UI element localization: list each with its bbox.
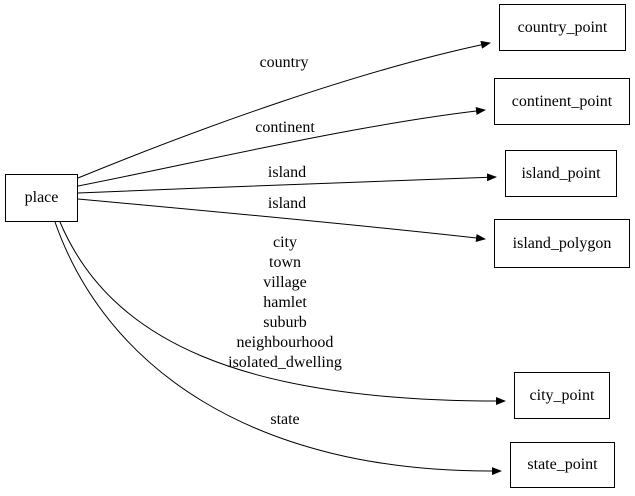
node-island-point-label: island_point [521,164,601,182]
edge-place-island-point [77,173,497,194]
node-island-polygon-label: island_polygon [512,234,612,252]
edge-place-city-point [59,221,506,406]
edge-label-town: town [268,254,301,271]
edge-label-city: city [272,234,297,251]
edge-label-isolated-dwelling: isolated_dwelling [228,354,342,371]
node-island-polygon: island_polygon [494,219,630,268]
edge-label-country: country [259,54,309,71]
node-city-point-label: city_point [529,386,595,404]
node-country-point-label: country_point [517,18,608,36]
edge-place-state-point [54,221,502,476]
edge-place-country-point [77,40,491,179]
edge-label-neighbourhood: neighbourhood [236,334,334,351]
edge-label-hamlet: hamlet [263,294,307,311]
node-city-point: city_point [514,372,610,419]
edge-label-island-polygon: island [267,195,307,212]
node-continent-point-label: continent_point [511,92,613,110]
node-place-label: place [24,189,59,206]
edge-label-suburb: suburb [263,314,307,331]
edge-place-island-polygon [77,198,486,242]
node-state-point-label: state_point [527,456,598,473]
edge-label-state: state [270,411,300,428]
edge-place-continent-point [77,107,486,187]
edge-label-continent: continent [255,119,315,136]
edge-label-island-point: island [267,164,307,181]
node-state-point: state_point [510,442,615,488]
node-place: place [5,174,78,222]
node-country-point: country_point [499,4,626,51]
edge-label-city-group: city town village hamlet suburb neighbou… [228,233,342,373]
node-island-point: island_point [505,150,617,197]
edge-label-village: village [263,274,307,291]
node-continent-point: continent_point [494,78,630,125]
